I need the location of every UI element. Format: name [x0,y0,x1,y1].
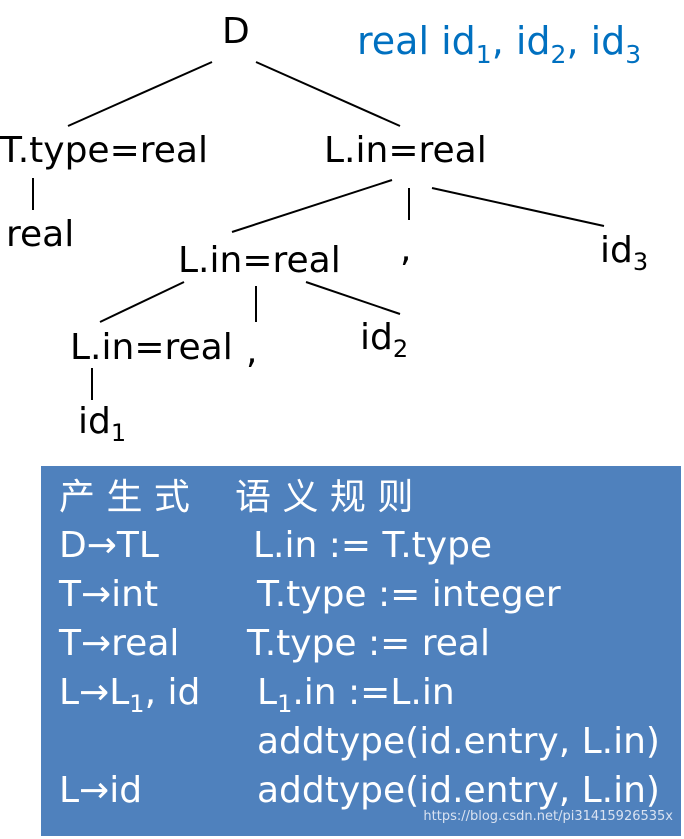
row1-rule: L.in := T.type [253,525,493,566]
input-string-heading: real id1, id2, id3 [357,19,641,67]
node-root-d: D [222,11,250,52]
heading-sep-2: , id [566,19,626,63]
heading-sep-1: , id [491,19,551,63]
node-l-in-top: L.in=real [324,130,487,171]
row6-production: L→id [59,770,143,811]
id3-sub: 3 [632,248,649,276]
row4-production-sub: 1 [129,690,145,718]
node-id2: id2 [360,317,408,362]
parse-tree-edges [32,61,605,400]
row4-rule-pre: L [257,672,278,713]
edge-lin-id3 [431,187,605,227]
row2-production: T→int [59,574,159,615]
node-real-leaf: real [6,214,75,255]
edge-linmid-linlow [99,281,185,323]
edge-d-ttype [67,61,213,127]
id1-base: id [78,401,111,442]
heading-sub-2: 2 [550,40,567,69]
heading-text: real id [357,19,476,63]
row1-production: D→TL [59,525,159,566]
edge-d-lin [255,61,401,127]
node-l-in-low: L.in=real [70,327,233,368]
row4-production: L→L1, id [59,672,201,717]
node-comma-top: , [400,229,412,270]
node-id3: id3 [600,230,648,275]
node-t-type: T.type=real [0,130,208,171]
node-l-in-mid: L.in=real [178,240,341,281]
heading-sub-3: 3 [625,40,642,69]
row5-rule: addtype(id.entry, L.in) [257,721,660,762]
row4-rule-post: .in :=L.in [292,672,455,713]
row3-rule: T.type := real [247,623,490,664]
edge-linmid-id2 [305,281,401,315]
id1-sub: 1 [110,419,127,447]
node-comma-mid: , [246,331,258,372]
heading-sub-1: 1 [475,40,492,69]
row4-rule-sub: 1 [277,690,293,718]
edge-lin-linmid [231,179,393,233]
watermark-url: https://blog.csdn.net/pi31415926535x [423,809,673,824]
header-production: 产 生 式 [59,477,190,518]
row4-production-pre: L→L [59,672,130,713]
id2-sub: 2 [392,335,409,363]
id2-base: id [360,317,393,358]
semantic-rules-panel: 产 生 式 语 义 规 则 D→TL L.in := T.type T→int … [41,466,681,836]
node-id1: id1 [78,401,126,446]
row4-production-post: , id [144,672,201,713]
header-rule: 语 义 规 则 [235,477,414,518]
id3-base: id [600,230,633,271]
row2-rule: T.type := integer [257,574,561,615]
row3-production: T→real [59,623,180,664]
row4-rule: L1.in :=L.in [257,672,455,717]
row6-rule: addtype(id.entry, L.in) [257,770,660,811]
